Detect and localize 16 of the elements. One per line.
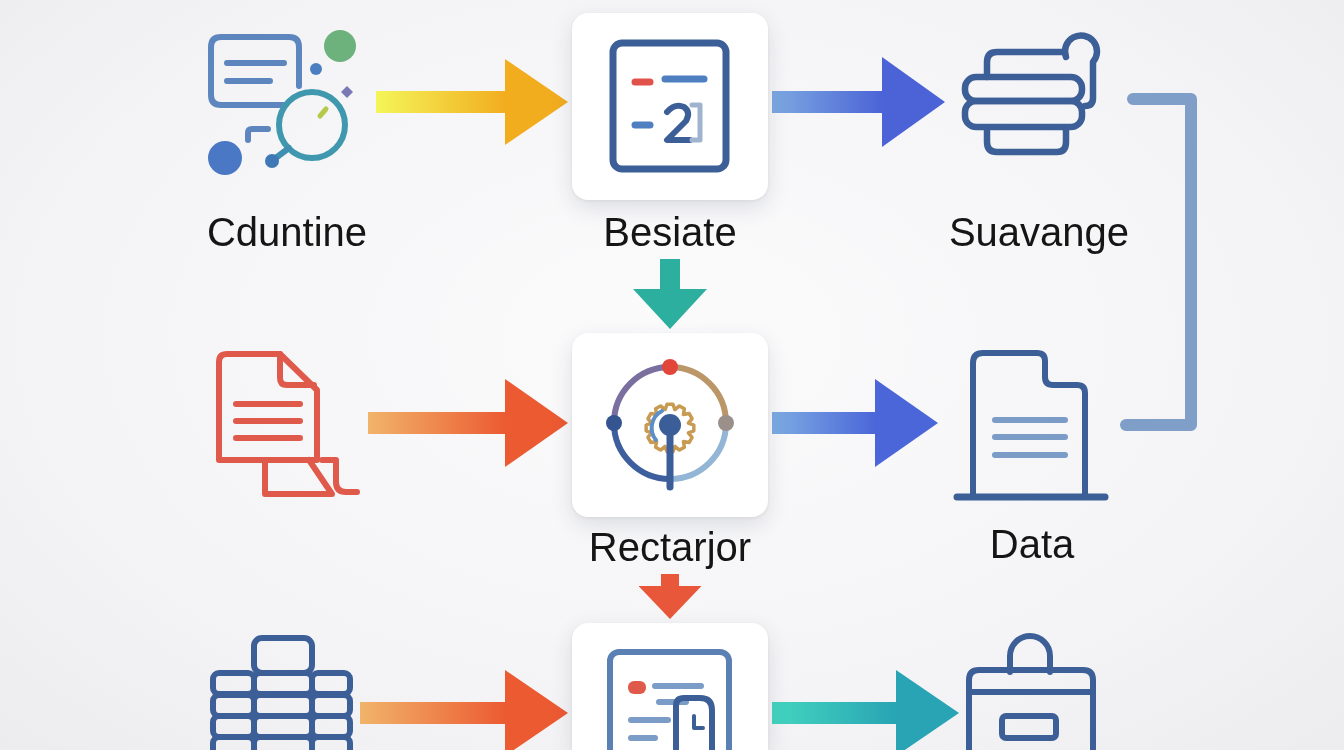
process-card — [572, 623, 768, 750]
arrow — [772, 379, 938, 467]
arrow — [638, 574, 702, 619]
arrow — [376, 59, 568, 145]
arrow — [360, 670, 568, 750]
node-label: Data — [989, 521, 1075, 567]
arrow — [633, 259, 707, 329]
grid-icon — [208, 633, 356, 750]
arrow — [368, 379, 568, 467]
node-label: Rectarjor — [588, 524, 752, 570]
arrow — [772, 670, 959, 750]
connector-line — [1120, 93, 1197, 431]
node-label: Besiate — [603, 209, 737, 255]
node-label: Cduntine — [206, 209, 368, 255]
arrow — [772, 57, 945, 147]
node-label: Suavange — [948, 209, 1130, 255]
